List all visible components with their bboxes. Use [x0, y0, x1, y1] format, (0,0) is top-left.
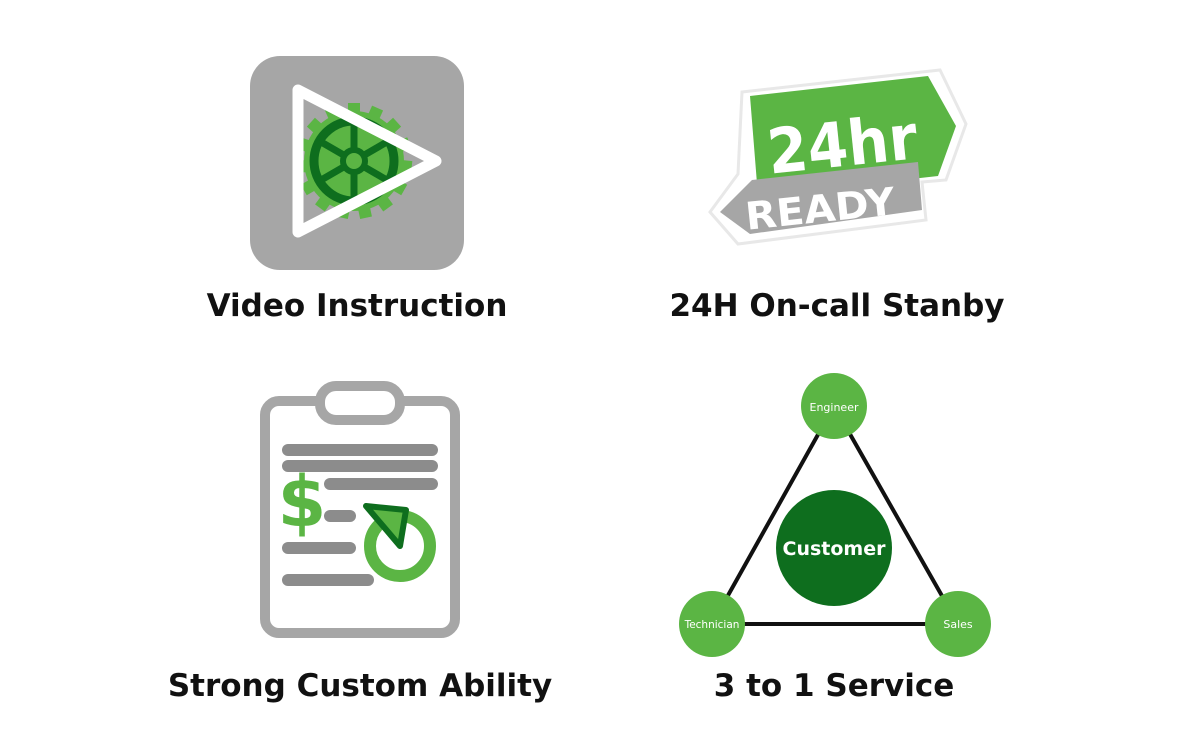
- feature-title: 3 to 1 Service: [713, 668, 955, 704]
- feature-title: 24H On-call Stanby: [669, 288, 1005, 324]
- node-label: Customer: [783, 538, 887, 560]
- node-technician: Technician: [679, 591, 745, 657]
- node-engineer: Engineer: [801, 373, 867, 439]
- badge-24hr-text: 24hr: [764, 100, 921, 188]
- node-sales: Sales: [925, 591, 991, 657]
- node-label: Technician: [684, 619, 740, 631]
- node-label: Engineer: [810, 401, 859, 414]
- dollar-icon: $: [278, 461, 327, 543]
- node-label: Sales: [943, 618, 973, 631]
- feature-title: Video Instruction: [206, 288, 508, 324]
- feature-title: Strong Custom Ability: [167, 668, 553, 704]
- service-triangle-diagram: Customer Engineer Technician Sales: [679, 373, 991, 657]
- 24hr-ready-badge-icon: 24hr READY: [708, 68, 968, 246]
- node-customer: Customer: [776, 490, 892, 606]
- play-gear-icon: [250, 56, 464, 270]
- clipboard-dollar-chart-icon: $: [260, 381, 460, 638]
